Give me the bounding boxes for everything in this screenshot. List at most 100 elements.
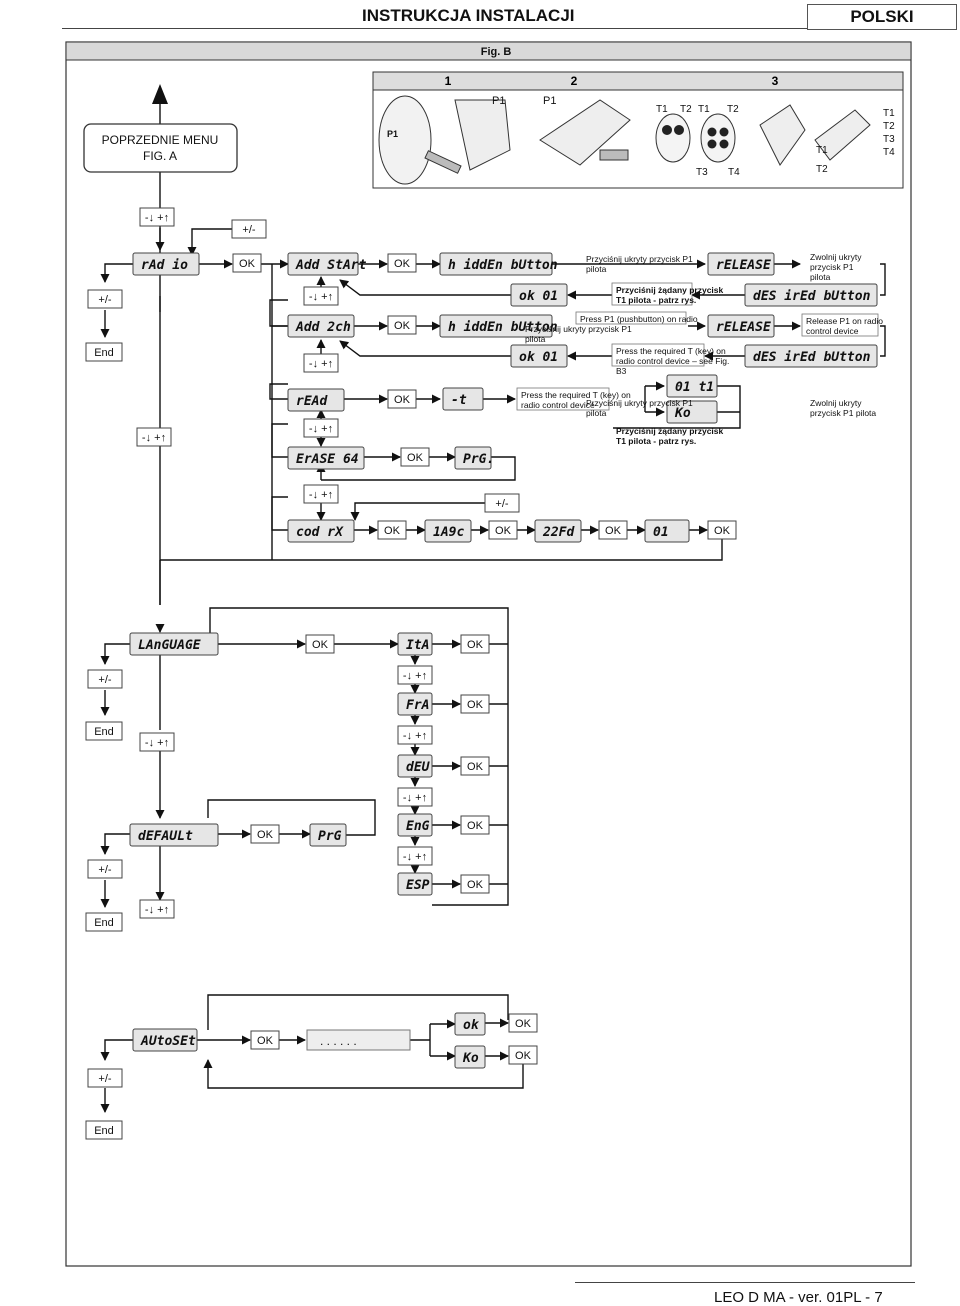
down-up-key-box[interactable] xyxy=(397,787,433,807)
end-key-box[interactable] xyxy=(85,912,123,932)
lcd-ok: ok xyxy=(463,1018,480,1033)
ok-key-box[interactable] xyxy=(460,874,490,894)
down-up-key: -↓ +↑ xyxy=(403,730,427,742)
ok-key: OK xyxy=(384,525,401,537)
down-up-key: -↓ +↑ xyxy=(403,792,427,804)
p1-label: P1 xyxy=(387,129,398,139)
ok-key-box[interactable] xyxy=(305,634,335,654)
ok-key-box[interactable] xyxy=(250,824,280,844)
down-up-key-box[interactable] xyxy=(139,207,175,227)
lcd-lang-fra-box xyxy=(397,692,433,716)
connector-line xyxy=(271,496,288,531)
lcd-release-2-box xyxy=(707,314,775,338)
end-key: End xyxy=(94,917,114,929)
key-label-t2: T2 xyxy=(680,104,692,115)
ok-key-box[interactable] xyxy=(400,447,430,467)
previous-menu-box[interactable] xyxy=(83,123,238,173)
end-key-box[interactable] xyxy=(85,721,123,741)
plus-minus-key-box[interactable] xyxy=(87,669,123,689)
lcd-dots: . . . . . . xyxy=(320,1034,357,1048)
connector-line xyxy=(209,607,509,895)
remote-side-illustration xyxy=(759,104,806,166)
down-up-key-box[interactable] xyxy=(136,427,172,447)
end-key-box[interactable] xyxy=(85,1120,123,1140)
ok-key-box[interactable] xyxy=(387,315,417,335)
down-up-key: -↓ +↑ xyxy=(309,291,333,303)
ok-key: OK xyxy=(394,258,411,270)
remote-4key-illustration xyxy=(814,109,871,161)
lcd-release-2: rELEASE xyxy=(716,320,771,335)
lcd-lang-ita: ItA xyxy=(406,638,429,653)
ok-key-box[interactable] xyxy=(460,694,490,714)
lcd-autoset-box xyxy=(132,1028,198,1052)
note-press-required-en-frame xyxy=(611,343,705,367)
connector-line xyxy=(613,385,741,429)
down-up-key-box[interactable] xyxy=(139,899,175,919)
connector-line xyxy=(269,299,288,327)
ok-key-box[interactable] xyxy=(232,253,262,273)
down-up-key-box[interactable] xyxy=(397,725,433,745)
figure-header xyxy=(65,41,912,61)
down-up-key-box[interactable] xyxy=(139,732,175,752)
ok-key-box[interactable] xyxy=(460,634,490,654)
key-label-t3: T3 xyxy=(883,134,895,145)
ok-key-box[interactable] xyxy=(508,1045,538,1065)
lcd-ok01-box xyxy=(510,283,568,307)
ok-key-box[interactable] xyxy=(387,253,417,273)
ok-key-box[interactable] xyxy=(460,815,490,835)
remote-2btn-illustration xyxy=(655,113,691,163)
down-up-key-box[interactable] xyxy=(303,353,339,373)
ok-key-box[interactable] xyxy=(598,520,628,540)
down-up-key-box[interactable] xyxy=(303,484,339,504)
down-up-key-box[interactable] xyxy=(303,286,339,306)
ok-key-box[interactable] xyxy=(387,389,417,409)
lcd-ok01-2-box xyxy=(510,344,568,368)
remote-button-icon xyxy=(707,139,717,149)
ok-key-box[interactable] xyxy=(250,1030,280,1050)
plus-minus-key-box[interactable] xyxy=(231,219,267,239)
connector-line xyxy=(880,325,886,357)
down-up-key-box[interactable] xyxy=(303,418,339,438)
panel-number: 3 xyxy=(772,74,779,88)
down-up-key-box[interactable] xyxy=(397,665,433,685)
illustration-header xyxy=(372,71,904,91)
ok-key-box[interactable] xyxy=(707,520,737,540)
ok-key: OK xyxy=(257,1035,274,1047)
lcd-ok01-2: ok 01 xyxy=(519,350,558,365)
lcd-ko-2-box xyxy=(454,1045,486,1069)
down-up-key-box[interactable] xyxy=(397,846,433,866)
lcd-prg-dot: PrG. xyxy=(463,452,494,467)
end-key-box[interactable] xyxy=(85,342,123,362)
key-label-t4: T4 xyxy=(728,167,740,178)
connector-line xyxy=(350,502,485,521)
ok-key-box[interactable] xyxy=(460,756,490,776)
plus-minus-key-box[interactable] xyxy=(87,859,123,879)
plus-minus-key-box[interactable] xyxy=(87,289,123,309)
lcd-release: rELEASE xyxy=(716,258,771,273)
footer-text: LEO D MA - ver. 01PL - 7 xyxy=(714,1289,883,1306)
ok-key-box[interactable] xyxy=(488,520,518,540)
screwdriver-illustration xyxy=(424,150,462,174)
end-key: End xyxy=(94,1125,114,1137)
ok-key-box[interactable] xyxy=(377,520,407,540)
plus-minus-key-box[interactable] xyxy=(484,493,520,513)
ok-key: OK xyxy=(515,1050,532,1062)
plus-minus-key-box[interactable] xyxy=(87,1068,123,1088)
connector-line xyxy=(339,340,511,357)
down-up-key: -↓ +↑ xyxy=(142,432,166,444)
ok-key-box[interactable] xyxy=(508,1013,538,1033)
lcd-lang-esp: ESP xyxy=(406,878,430,893)
panel-number: 1 xyxy=(445,74,452,88)
ok-key: OK xyxy=(467,761,484,773)
key-label-t3: T3 xyxy=(696,167,708,178)
lcd-1a9c: 1A9c xyxy=(433,525,464,540)
lcd-language: LAnGUAGE xyxy=(138,638,201,653)
end-key: End xyxy=(94,726,114,738)
lcd-add-start: Add StArt xyxy=(295,258,367,273)
lcd-22fd-box xyxy=(534,519,582,543)
